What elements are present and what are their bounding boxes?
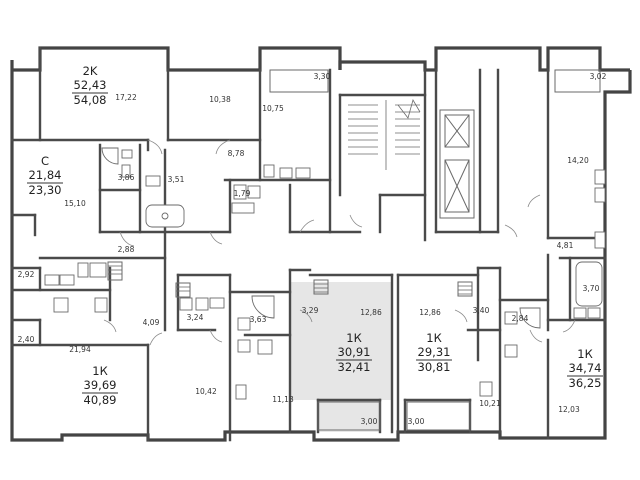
apartment-total-area: 32,41: [338, 360, 371, 374]
room-area-label: 21,94: [69, 345, 91, 354]
room-area-label: 10,21: [479, 399, 501, 408]
elevators: [439, 109, 475, 219]
room-area-label: 3,00: [361, 417, 378, 426]
apartment-name: 1К: [426, 331, 441, 345]
room-area-label: 2,92: [18, 270, 35, 279]
room-area-label: 4,09: [143, 318, 160, 327]
room-area-label: 3,24: [187, 313, 204, 322]
apartment-name: 1К: [577, 347, 592, 361]
apartment-name: 1К: [92, 364, 107, 378]
room-area-label: 10,75: [262, 104, 284, 113]
apartment-label-studio: С 21,84 23,30: [27, 154, 63, 197]
room-area-label: 3,63: [250, 315, 267, 324]
room-area-label: 3,86: [118, 173, 135, 182]
room-area-label: 2,40: [18, 335, 35, 344]
apartment-total-area: 54,08: [74, 93, 107, 107]
room-area-label: 3,70: [583, 284, 600, 293]
apartment-living-area: 52,43: [74, 78, 107, 92]
fixtures: [44, 147, 606, 400]
apartment-label-1k-left: 1К 39,69 40,89: [82, 364, 118, 407]
room-area-label: 17,22: [115, 93, 137, 102]
apartment-name: С: [41, 154, 49, 168]
room-area-label: 2,84: [512, 314, 529, 323]
apartment-total-area: 40,89: [84, 393, 117, 407]
apartment-total-area: 30,81: [418, 360, 451, 374]
room-area-label: 10,38: [209, 95, 231, 104]
apartment-living-area: 39,69: [84, 378, 117, 392]
highlighted-apartment-fill: [290, 282, 392, 400]
apartment-label-1k-right: 1К 34,74 36,25: [567, 347, 603, 390]
room-area-label: 1,79: [234, 189, 251, 198]
door-swings: [103, 139, 576, 346]
room-area-label: 3,02: [590, 72, 607, 81]
apartment-living-area: 29,31: [418, 345, 451, 359]
apartment-total-area: 36,25: [569, 376, 602, 390]
apartment-name: 1К: [346, 331, 361, 345]
apartment-total-area: 23,30: [29, 183, 62, 197]
apartment-name: 2K: [83, 64, 98, 78]
room-area-label: 3,51: [168, 175, 185, 184]
room-area-label: 8,78: [228, 149, 245, 158]
room-area-label: 3,30: [314, 72, 331, 81]
room-area-label: 3,40: [473, 306, 490, 315]
room-area-label: 12,03: [558, 405, 580, 414]
apartment-label-1k-highlighted: 1К 30,91 32,41: [336, 331, 372, 374]
balconies: [269, 69, 601, 431]
apartment-living-area: 21,84: [29, 168, 62, 182]
apartment-living-area: 30,91: [338, 345, 371, 359]
room-area-label: 3,29: [302, 306, 319, 315]
room-area-label: 12,86: [419, 308, 441, 317]
room-labels: 17,22 10,38 10,75 3,30 3,02 8,78 3,86 3,…: [18, 72, 607, 426]
stairwell: [348, 98, 421, 170]
apartment-label-1k-center: 1К 29,31 30,81: [416, 331, 452, 374]
room-area-label: 15,10: [64, 199, 86, 208]
room-area-label: 3,00: [408, 417, 425, 426]
apartment-label-2k: 2K 52,43 54,08: [72, 64, 108, 107]
apartment-living-area: 34,74: [569, 361, 602, 375]
room-area-label: 4,81: [557, 241, 574, 250]
room-area-label: 2,88: [118, 245, 135, 254]
highlighted-apartment-balcony-fill: [318, 400, 380, 432]
small-stairs: [107, 261, 473, 298]
room-area-label: 12,86: [360, 308, 382, 317]
room-area-label: 11,13: [272, 395, 294, 404]
room-area-label: 14,20: [567, 156, 589, 165]
room-area-label: 10,42: [195, 387, 217, 396]
